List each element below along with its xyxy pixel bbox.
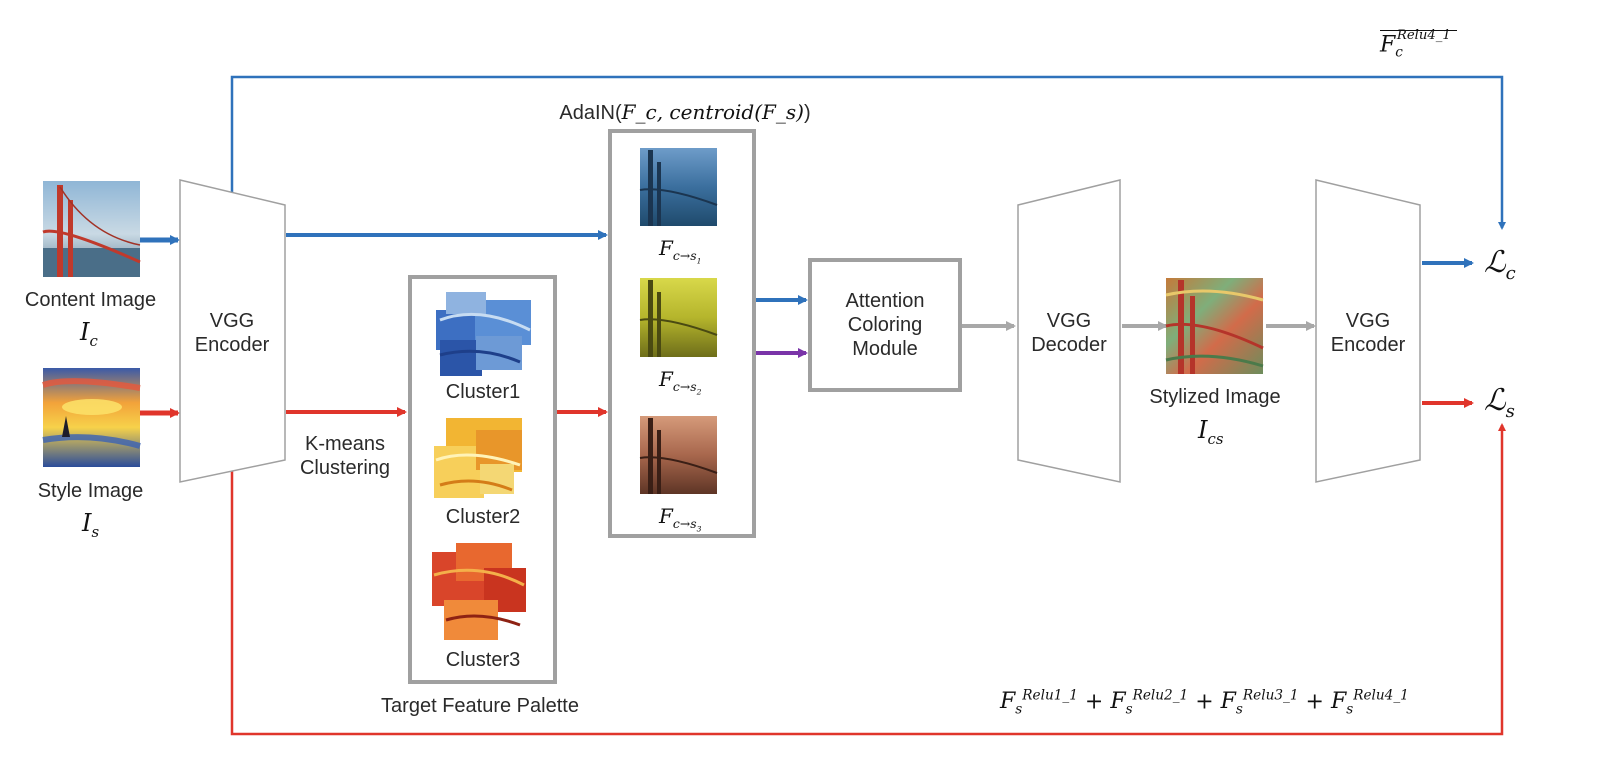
style-image-symbol: Is — [82, 509, 100, 541]
adain-output-1-label: Fc→s1 — [659, 236, 702, 266]
attention-coloring-module-box — [808, 258, 962, 392]
content-image — [42, 181, 141, 277]
target-feature-palette-label: Target Feature Palette — [381, 695, 579, 717]
style-image — [42, 368, 141, 467]
stylized-image-label: Stylized Image — [1149, 386, 1281, 408]
adain-output-3-label: Fc→s3 — [659, 504, 702, 534]
content-image-label: Content Image — [24, 289, 157, 311]
content-feature-bypass-line — [230, 75, 1506, 230]
style-feature-term-4: FsRelu4_1 — [1330, 688, 1409, 718]
cluster1-image — [436, 292, 531, 376]
style-feature-bypass-line — [230, 423, 1506, 736]
vgg-decoder-shape — [1017, 179, 1121, 483]
adain-label: AdaIN(F_c, centroid(F_s)) — [559, 100, 811, 124]
style-feature-term-2: FsRelu2_1 — [1110, 688, 1189, 718]
cluster2-image — [434, 418, 522, 498]
style-features-sum-label: FsRelu1_1 + FsRelu2_1 + FsRelu3_1 + FsRe… — [1000, 688, 1409, 718]
target-feature-palette-box — [408, 275, 557, 684]
cluster3-image — [432, 543, 526, 640]
style-loss-label: ℒs — [1484, 383, 1515, 422]
adain-output-2-image — [639, 278, 718, 357]
adain-output-3-image — [639, 416, 718, 494]
style-image-label: Style Image — [37, 480, 144, 502]
content-feature-label: FcRelu4_1 — [1380, 29, 1457, 60]
cluster3-label: Cluster3 — [445, 649, 521, 671]
cluster1-label: Cluster1 — [445, 381, 521, 403]
vgg-encoder-shape — [179, 179, 286, 483]
style-feature-term-3: FsRelu3_1 — [1220, 688, 1299, 718]
cluster2-label: Cluster2 — [445, 506, 521, 528]
content-loss-label: ℒc — [1484, 245, 1516, 284]
stylized-image — [1165, 278, 1264, 374]
stylized-image-symbol: Ics — [1198, 416, 1224, 448]
adain-output-1-image — [639, 148, 718, 226]
adain-output-2-label: Fc→s2 — [659, 367, 702, 397]
content-image-symbol: Ic — [80, 318, 98, 350]
style-feature-term-1: FsRelu1_1 — [1000, 688, 1078, 718]
adain-box — [608, 129, 756, 538]
vgg-encoder-2-shape — [1315, 179, 1421, 483]
